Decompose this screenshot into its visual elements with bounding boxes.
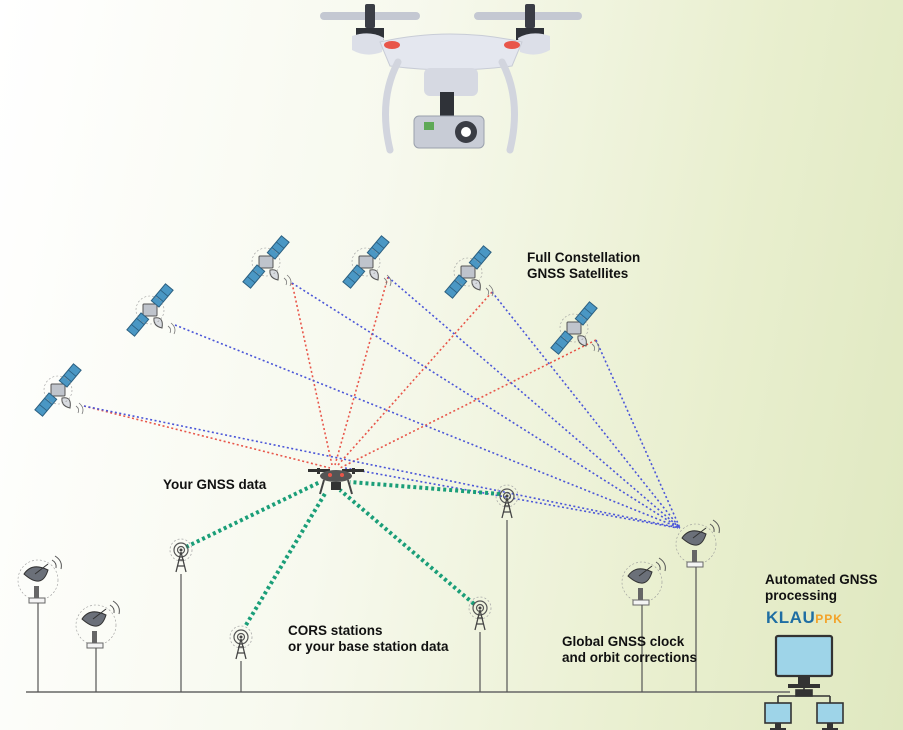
computer-icon	[816, 702, 844, 730]
satellite-icon	[444, 245, 494, 299]
klau-ppk-logo: KLAUPPK	[766, 608, 843, 628]
logo-ppk: PPK	[815, 612, 843, 626]
constellation-label: Full Constellation GNSS Satellites	[527, 250, 640, 282]
clock-orbit-label-line1: Global GNSS clock	[562, 634, 685, 649]
constellation-label-line2: GNSS Satellites	[527, 266, 629, 281]
satellite-dish-icon	[621, 557, 666, 692]
cors-links	[185, 480, 501, 627]
radio-tower-icon	[229, 625, 253, 692]
satellite-icon	[550, 301, 600, 355]
computer-icon	[774, 634, 834, 688]
automated-processing-label: Automated GNSS processing	[765, 572, 878, 604]
constellation-label-line1: Full Constellation	[527, 250, 641, 265]
cors-label-line1: CORS stations	[288, 623, 383, 638]
logo-klau: KLAU	[766, 608, 816, 627]
automated-processing-line2: processing	[765, 588, 838, 603]
network-icon	[777, 688, 831, 704]
cors-label-line2: or your base station data	[288, 639, 449, 654]
computer-icon	[764, 702, 792, 730]
radio-tower-icon	[468, 596, 492, 692]
clock-orbit-label: Global GNSS clock and orbit corrections	[562, 634, 697, 666]
drone-icon	[320, 4, 582, 154]
satellite-links	[83, 276, 681, 529]
satellite-dish-icon	[75, 600, 120, 692]
satellite-dish-icon	[17, 555, 62, 692]
your-gnss-label: Your GNSS data	[163, 477, 267, 492]
receiver-drone-icon	[308, 468, 364, 495]
clock-orbit-label-line2: and orbit corrections	[562, 650, 698, 665]
radio-tower-icon	[169, 538, 193, 692]
satellite-icon	[34, 363, 84, 417]
cors-label: CORS stations or your base station data	[288, 623, 449, 655]
automated-processing-line1: Automated GNSS	[765, 572, 878, 587]
radio-tower-icon	[495, 484, 519, 692]
satellite-icon	[126, 283, 176, 337]
satellite-icon	[242, 235, 292, 289]
satellite-icon	[342, 235, 392, 289]
satellite-dish-icon	[675, 519, 720, 692]
